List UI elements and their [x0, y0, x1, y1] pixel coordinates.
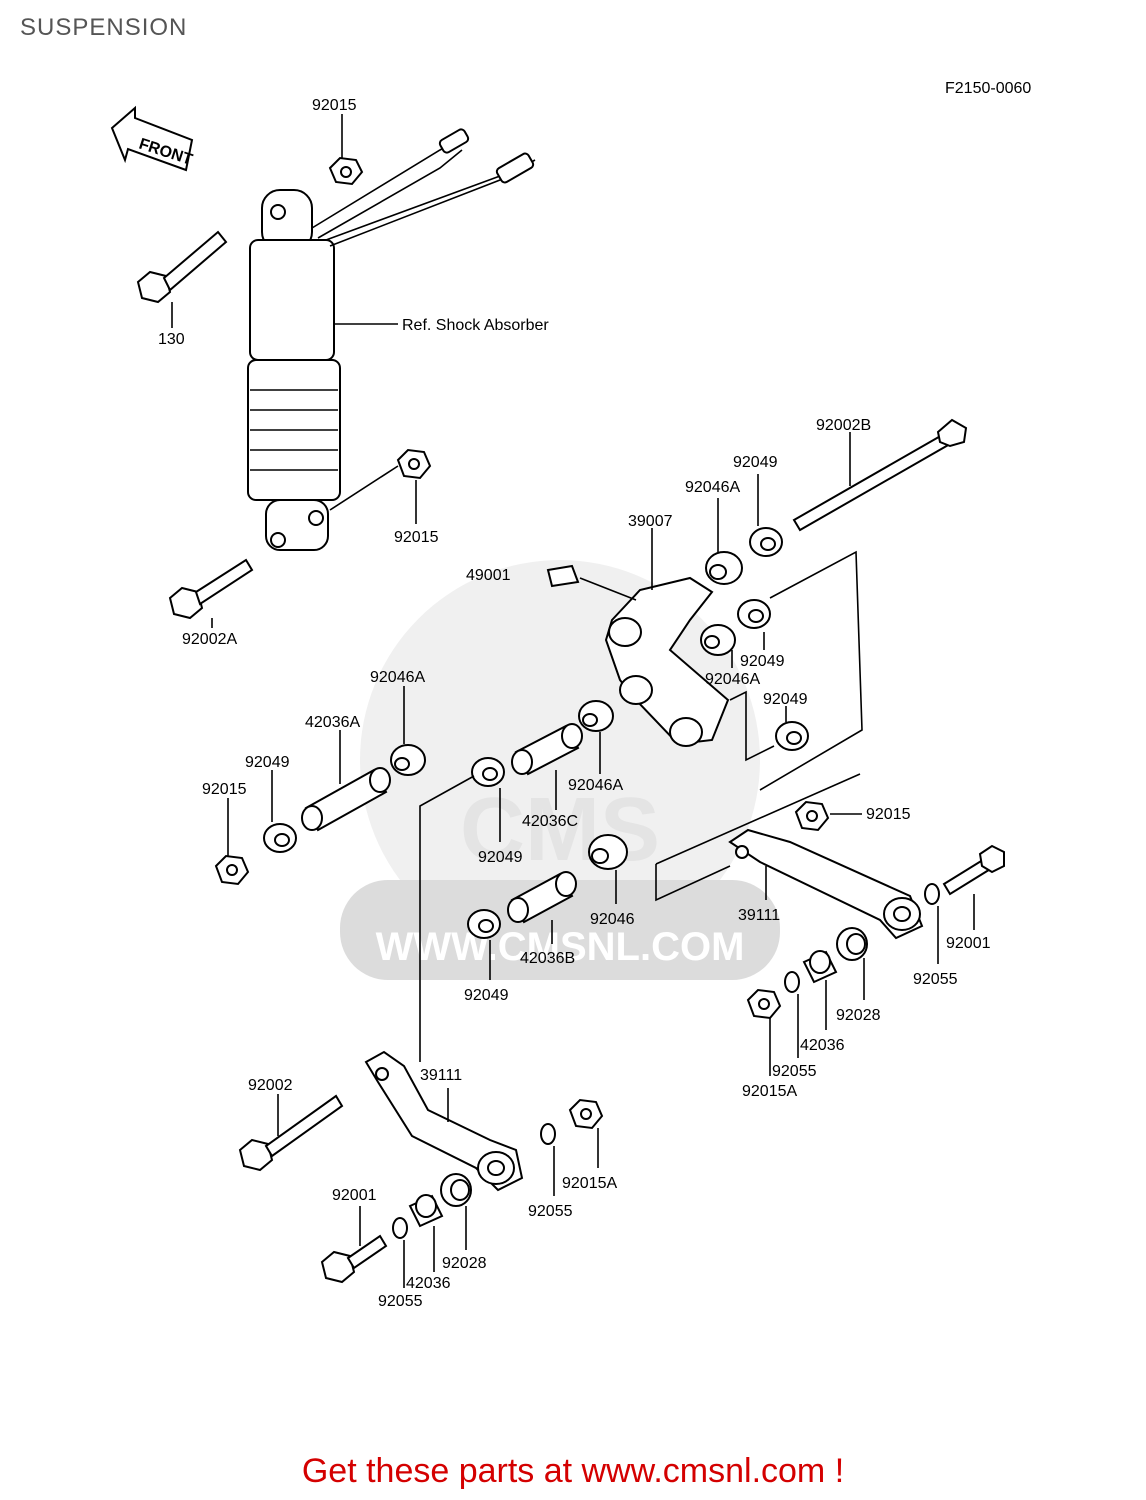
nut-icon: [794, 800, 830, 832]
part-label[interactable]: 39007: [628, 513, 673, 530]
part-label[interactable]: 92049: [740, 653, 785, 670]
part-label[interactable]: 92015: [394, 529, 439, 546]
bolt-icon: [168, 558, 254, 620]
part-label[interactable]: 92049: [763, 691, 808, 708]
sleeve-icon: [511, 723, 583, 776]
part-label[interactable]: 92015: [312, 97, 357, 114]
part-label[interactable]: 49001: [466, 567, 511, 584]
part-label[interactable]: 92028: [836, 1007, 881, 1024]
part-label[interactable]: 42036A: [305, 714, 360, 731]
washer-icon: [737, 599, 771, 629]
part-label[interactable]: 39111: [738, 907, 780, 924]
part-label[interactable]: 92049: [245, 754, 290, 771]
washer-icon: [749, 527, 783, 557]
part-label[interactable]: 92046A: [685, 479, 740, 496]
part-label[interactable]: 92049: [733, 454, 778, 471]
part-label[interactable]: 92046: [590, 911, 635, 928]
part-label[interactable]: 92015: [202, 781, 247, 798]
part-label[interactable]: 92055: [913, 971, 958, 988]
bearing-icon: [705, 551, 743, 585]
part-label[interactable]: 92055: [378, 1293, 423, 1310]
part-label[interactable]: 92015: [866, 806, 911, 823]
part-label[interactable]: 92015A: [562, 1175, 617, 1192]
part-label[interactable]: 92049: [464, 987, 509, 1004]
sleeve-icon: [408, 1194, 444, 1228]
watermark-logo-text: CMS: [460, 780, 660, 880]
washer-icon: [263, 823, 297, 853]
washer-icon: [471, 757, 505, 787]
tie-rod-icon: [364, 1050, 524, 1192]
collar-icon: [440, 1173, 472, 1207]
nut-icon: [328, 156, 364, 186]
tie-rod-icon: [728, 828, 924, 940]
front-arrow-icon: FRONT: [110, 105, 195, 172]
bolt-icon: [238, 1094, 344, 1172]
o-ring-icon: [392, 1217, 408, 1239]
bolt-icon: [136, 230, 228, 304]
part-label[interactable]: 42036: [406, 1275, 451, 1292]
part-label[interactable]: 92046A: [568, 777, 623, 794]
bolt-icon: [942, 844, 1005, 896]
nut-icon: [396, 448, 432, 480]
bolt-icon: [320, 1234, 388, 1284]
washer-icon: [467, 909, 501, 939]
part-label[interactable]: 92015A: [742, 1083, 797, 1100]
collar-icon: [836, 927, 868, 961]
page-title: SUSPENSION: [20, 14, 188, 41]
watermark-url: WWW.CMSNL.COM: [376, 925, 745, 969]
part-label[interactable]: 92055: [528, 1203, 573, 1220]
part-label[interactable]: 130: [158, 331, 185, 348]
bearing-icon: [390, 744, 426, 776]
bolt-icon: [792, 418, 968, 532]
parts-diagram: CMS WWW.CMSNL.COM F2150-0060 FRONT Ref. …: [110, 80, 1031, 1310]
washer-icon: [775, 721, 809, 751]
grease-fitting-icon: [546, 564, 580, 588]
rocker-arm-icon: [604, 576, 730, 747]
part-label[interactable]: 92001: [946, 935, 991, 952]
part-label[interactable]: 39111: [420, 1067, 462, 1084]
part-label[interactable]: 42036C: [522, 813, 578, 830]
sleeve-icon: [802, 950, 838, 984]
part-label[interactable]: 92002B: [816, 417, 871, 434]
o-ring-icon: [784, 971, 800, 993]
part-label[interactable]: 92046A: [370, 669, 425, 686]
o-ring-icon: [540, 1123, 556, 1145]
part-label[interactable]: 92049: [478, 849, 523, 866]
diagram-code: F2150-0060: [945, 80, 1031, 97]
part-label[interactable]: 92002: [248, 1077, 293, 1094]
bearing-icon: [700, 624, 736, 656]
nut-icon: [214, 854, 250, 886]
ref-shock-absorber-label: Ref. Shock Absorber: [402, 317, 549, 334]
part-label[interactable]: 92028: [442, 1255, 487, 1272]
nut-icon: [568, 1098, 604, 1130]
promo-link[interactable]: Get these parts at www.cmsnl.com !: [301, 1452, 845, 1490]
part-label[interactable]: 92046A: [705, 671, 760, 688]
bearing-icon: [578, 700, 614, 732]
o-ring-icon: [924, 883, 940, 905]
part-label[interactable]: 42036B: [520, 950, 575, 967]
sleeve-icon: [301, 767, 391, 832]
bearing-icon: [588, 834, 628, 870]
shock-absorber-icon: [247, 128, 536, 551]
part-label[interactable]: 92002A: [182, 631, 237, 648]
sleeve-icon: [507, 871, 577, 924]
part-label[interactable]: 92001: [332, 1187, 377, 1204]
part-label[interactable]: 92055: [772, 1063, 817, 1080]
nut-icon: [746, 988, 782, 1020]
part-label[interactable]: 42036: [800, 1037, 845, 1054]
